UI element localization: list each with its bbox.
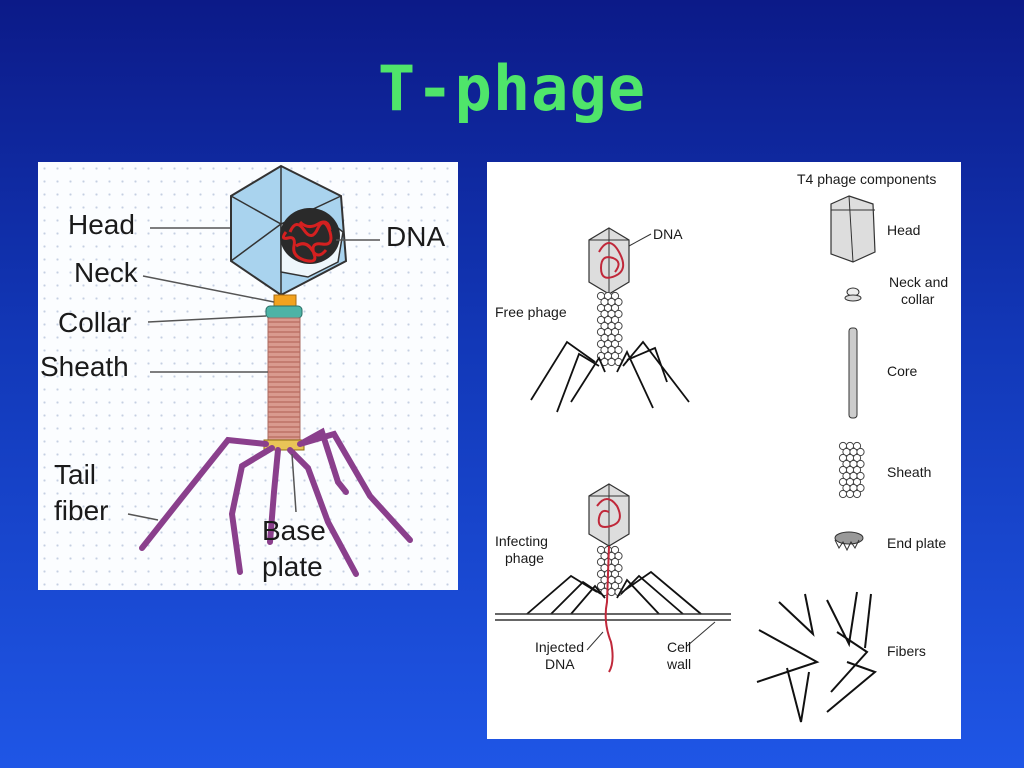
collar-part xyxy=(265,305,303,319)
label-sheath: Sheath xyxy=(40,351,129,382)
label-infecting-phage: phage xyxy=(505,550,544,566)
label-infecting: Infecting xyxy=(495,533,548,549)
labeled-phage-panel: Head DNA Neck Collar Sheath Tail fiber B… xyxy=(38,162,458,590)
sheath-part xyxy=(267,317,301,443)
infecting-phage-drawing xyxy=(495,483,731,673)
tail-fibers xyxy=(139,427,413,577)
label-head: Head xyxy=(68,209,135,240)
neck-part xyxy=(273,294,297,308)
label-comp-fibers: Fibers xyxy=(887,643,926,659)
component-endplate-icon xyxy=(834,531,864,552)
label-cell: Cell xyxy=(667,639,691,655)
component-core-icon xyxy=(848,327,858,419)
label-collar: Collar xyxy=(58,307,131,338)
label-cell-wall: wall xyxy=(666,656,691,672)
label-comp-collar: collar xyxy=(901,291,935,307)
label-dna: DNA xyxy=(386,221,445,252)
dna-coil xyxy=(280,208,340,264)
free-phage-drawing xyxy=(530,227,690,413)
label-comp-neck: Neck and xyxy=(889,274,948,290)
label-injected-dna: DNA xyxy=(545,656,575,672)
leader-lines xyxy=(127,227,380,521)
label-injected: Injected xyxy=(535,639,584,655)
label-comp-endplate: End plate xyxy=(887,535,946,551)
component-head-icon xyxy=(830,195,876,263)
label-neck: Neck xyxy=(74,257,139,288)
label-tail: Tail xyxy=(54,459,96,490)
label-plate: plate xyxy=(262,551,323,582)
label-comp-head: Head xyxy=(887,222,920,238)
t4-components-panel: T4 phage components DNA Free phage xyxy=(487,162,961,739)
label-fiber: fiber xyxy=(54,495,108,526)
label-free-phage: Free phage xyxy=(495,304,567,320)
component-fibers-icon xyxy=(756,591,877,723)
component-sheath-icon xyxy=(838,441,865,499)
labeled-phage-diagram: Head DNA Neck Collar Sheath Tail fiber B… xyxy=(40,164,445,582)
slide-title: T-phage xyxy=(377,52,647,125)
components-header: T4 phage components xyxy=(797,171,936,187)
component-neck-icon xyxy=(844,287,862,302)
t4-components-diagram: T4 phage components DNA Free phage xyxy=(495,171,948,723)
label-base: Base xyxy=(262,515,326,546)
label-comp-core: Core xyxy=(887,363,918,379)
label-comp-sheath: Sheath xyxy=(887,464,931,480)
label-free-dna: DNA xyxy=(653,226,683,242)
